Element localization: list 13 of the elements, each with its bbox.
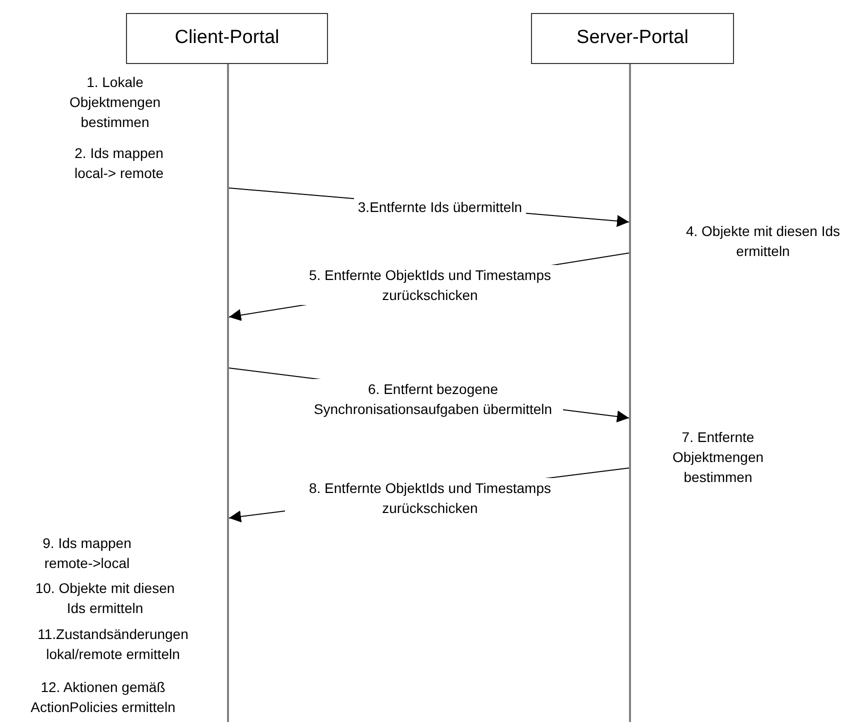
step-note: 4. Objekte mit diesen Ids ermitteln (684, 222, 842, 261)
lifeline (227, 64, 229, 722)
step-note: 1. Lokale Objektmengen bestimmen (68, 73, 162, 132)
step-note: 12. Aktionen gemäß ActionPolicies ermitteln (30, 678, 176, 717)
step-note: 7. Entfernte Objektmengen bestimmen (671, 428, 765, 487)
participant-box: Client-Portal (126, 13, 328, 64)
participant-box: Server-Portal (531, 13, 734, 64)
step-note: 11.Zustandsänderungen lokal/remote ermitteln (36, 625, 190, 664)
step-note: 9. Ids mappen remote->local (42, 534, 132, 573)
lifeline (629, 64, 631, 722)
step-note: 2. Ids mappen local-> remote (73, 144, 165, 183)
step-note: 10. Objekte mit diesen Ids ermitteln (34, 579, 176, 618)
edge-label: 3.Entfernte Ids übermitteln (354, 197, 526, 217)
